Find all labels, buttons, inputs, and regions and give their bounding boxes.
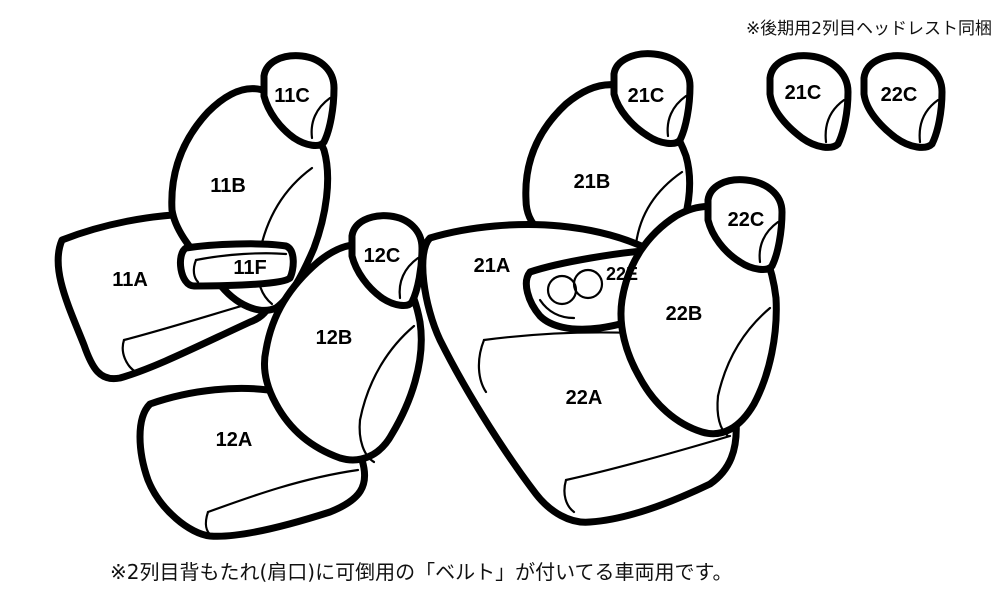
label-11C: 11C [274,85,310,107]
part-11F-shape [176,240,297,290]
part-22C-extra-shape [860,52,946,151]
note-rear-headrest-included: ※後期用2列目ヘッドレスト同梱 [745,19,992,39]
label-22B: 22B [666,303,703,325]
part-22C-shape [704,176,786,273]
label-11F: 11F [233,257,266,279]
part-21C-shape [610,50,694,147]
label-21A: 21A [474,255,511,277]
seat-21-22-group: 21A 21B 21C 22A 22B 22C 22E [419,50,786,526]
part-21C-extra-shape [766,52,852,151]
label-11A: 11A [112,269,148,291]
note-belt-vehicle: ※2列目背もたれ(肩口)に可倒用の「ベルト」が付いてる車両用です。 [110,560,733,584]
label-21B: 21B [574,171,611,193]
label-21C: 21C [628,85,665,107]
label-22C-extra: 22C [881,84,918,106]
label-11B: 11B [210,175,246,197]
label-12C: 12C [364,245,401,267]
label-22C: 22C [728,209,765,231]
part-11C-shape [260,52,338,149]
label-22A: 22A [566,387,603,409]
label-12A: 12A [216,429,253,451]
seat-12-group: 12A 12B 12C [136,212,426,540]
label-12B: 12B [316,327,353,349]
seat-11-group: 11A 11B 11C 11F [54,52,338,383]
label-21C-extra: 21C [785,82,822,104]
part-12C-shape [348,212,426,309]
label-22E: 22E [606,264,638,284]
extra-headrests-group: 21C 22C [766,52,946,151]
